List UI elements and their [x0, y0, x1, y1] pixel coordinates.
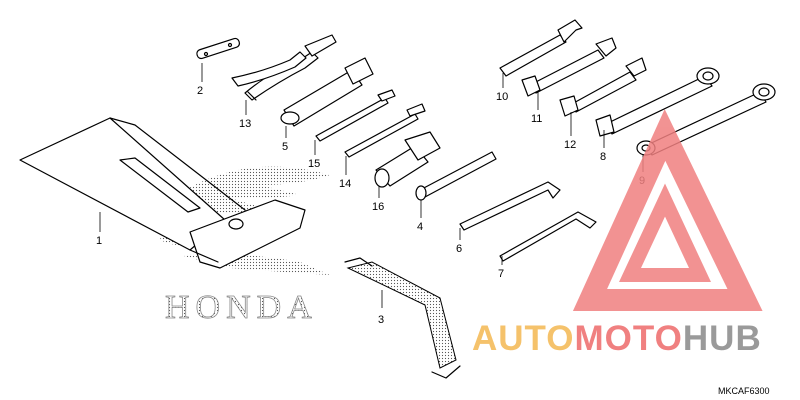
screwdriver-phillips: [344, 103, 426, 158]
callout-7: 7: [498, 268, 504, 280]
callout-1: 1: [96, 235, 102, 247]
extension-bar: [415, 151, 497, 201]
hex-wrench-large: [459, 181, 561, 231]
callout-12: 12: [564, 139, 576, 151]
callout-13: 13: [239, 118, 251, 130]
honda-brand-text: HONDA: [165, 289, 318, 326]
hex-wrench-small: [499, 211, 597, 262]
callout-10: 10: [496, 91, 508, 103]
callout-15: 15: [308, 158, 320, 170]
watermark-word-auto: AUTO: [472, 319, 575, 358]
combination-wrench-8: [595, 67, 720, 137]
drawing-code: MKCAF6300: [718, 386, 770, 396]
screwdriver-flat: [315, 89, 396, 142]
screwdriver-handle: [374, 131, 441, 188]
callout-11: 11: [531, 113, 542, 125]
callout-16: 16: [372, 201, 384, 213]
open-end-wrench-12: [559, 57, 647, 117]
open-end-wrench-11: [521, 37, 617, 97]
watermark-logo: [572, 109, 763, 311]
spark-plug-wrench: [280, 57, 374, 127]
callout-5: 5: [282, 141, 288, 153]
callout-3: 3: [378, 314, 384, 326]
callout-14: 14: [339, 178, 351, 190]
watermark-word-moto: MOTO: [575, 319, 683, 358]
callout-2: 2: [197, 85, 203, 97]
callout-4: 4: [417, 221, 423, 233]
callout-8: 8: [600, 151, 606, 163]
tool-bag: [19, 117, 306, 269]
tool-strap: [344, 257, 461, 379]
watermark-word-hub: HUB: [683, 319, 762, 358]
callout-6: 6: [456, 243, 462, 255]
pliers: [231, 34, 337, 101]
watermark-text: AUTOMOTOHUB: [472, 319, 762, 358]
screwdriver-grip: [196, 37, 241, 60]
open-end-wrench-10: [499, 19, 583, 77]
